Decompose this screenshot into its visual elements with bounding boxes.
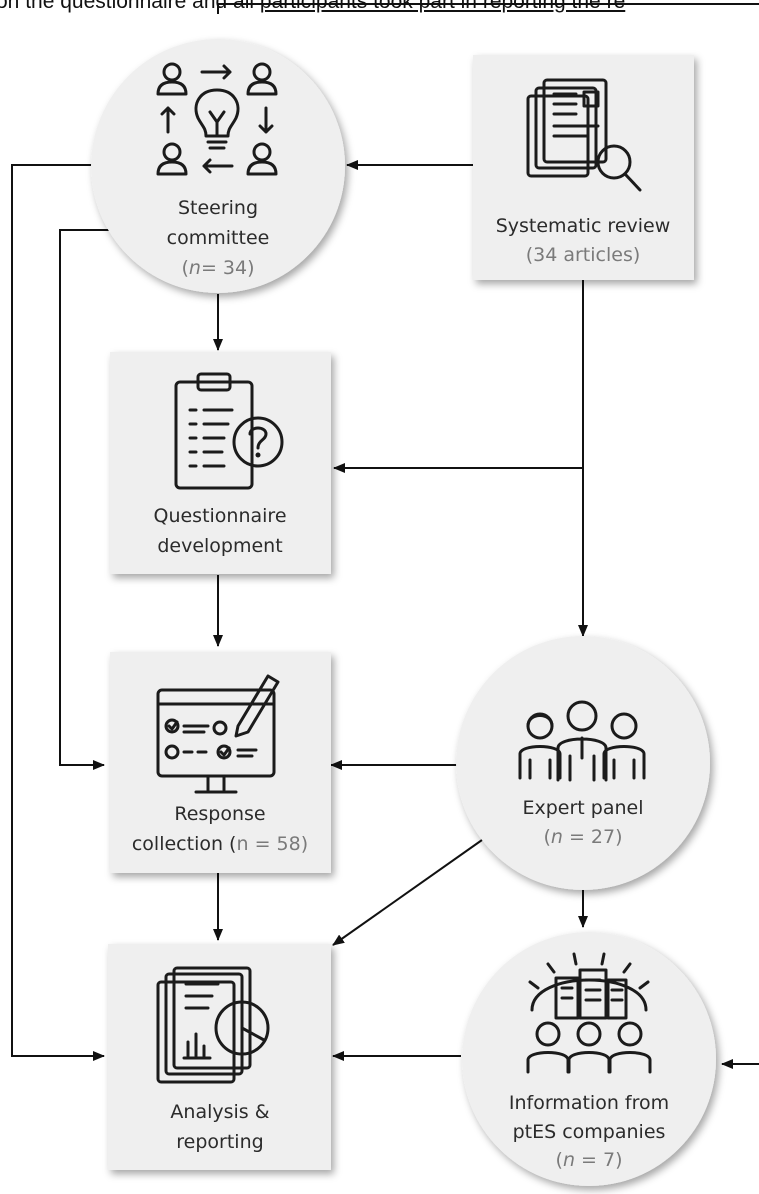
people-cycle-lightbulb-icon — [156, 62, 278, 176]
steering-committee-label-2: committee — [167, 227, 270, 249]
steering-committee-label-1: Steering — [178, 197, 258, 219]
pte-companies-label-2: ptES companies — [513, 1121, 666, 1143]
questionnaire-label-2: development — [157, 535, 282, 557]
company-people-icon — [526, 952, 652, 1074]
connector-expert-to-analysis — [332, 839, 483, 946]
questionnaire-label-1: Questionnaire — [153, 505, 286, 527]
expert-panel-count: (n = 27) — [543, 826, 622, 848]
node-analysis-reporting: Analysis & reporting — [108, 944, 331, 1170]
systematic-review-label-2: (34 articles) — [526, 244, 641, 266]
analysis-reporting-label-1: Analysis & — [170, 1101, 269, 1123]
top-caption: on the questionnaire and all participant… — [0, 0, 759, 13]
expert-panel-shape — [456, 636, 710, 890]
node-questionnaire-development: Questionnaire development — [110, 352, 331, 574]
caption-underlined-text: participants took part in reporting the … — [259, 0, 626, 13]
documents-magnifier-icon — [526, 78, 642, 192]
node-pte-companies: Information from ptES companies (n = 7) — [462, 932, 716, 1186]
connector-committee-to-response — [59, 229, 112, 770]
node-steering-committee: Steering committee (n= 34) — [91, 39, 345, 293]
clipboard-question-icon — [174, 372, 284, 490]
pte-companies-label-1: Information from — [509, 1092, 669, 1114]
connector-committee-to-analysis — [11, 164, 105, 1061]
node-response-collection: Response collection (n = 58) — [110, 652, 331, 873]
pte-companies-shape — [462, 932, 716, 1186]
systematic-review-label-1: Systematic review — [496, 215, 671, 237]
pte-companies-count: (n = 7) — [556, 1149, 623, 1171]
connector-review-to-questionnaire — [333, 280, 584, 473]
response-collection-label-1: Response — [174, 803, 265, 825]
report-chart-icon — [156, 966, 270, 1084]
monitor-checklist-pencil-icon — [156, 674, 280, 794]
expert-panel-label-1: Expert panel — [522, 797, 643, 819]
analysis-reporting-label-2: reporting — [176, 1131, 263, 1153]
node-systematic-review: Systematic review (34 articles) — [473, 55, 694, 280]
steering-committee-count: (n= 34) — [181, 257, 254, 279]
connector-top-frame — [217, 3, 759, 14]
response-collection-label-2: collection (n = 58) — [132, 833, 308, 855]
caption-text: on the questionnaire and all — [0, 0, 260, 13]
team-people-icon — [518, 700, 646, 782]
node-expert-panel: Expert panel (n = 27) — [456, 636, 710, 890]
